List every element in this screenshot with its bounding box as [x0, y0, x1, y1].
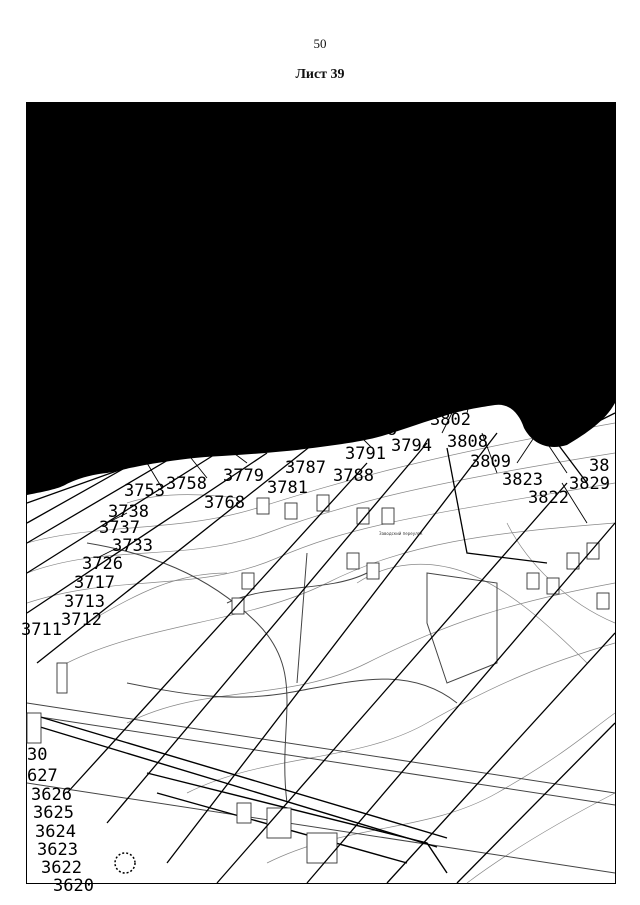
round-structure-icon [114, 852, 136, 874]
parcel-label: 3626 [31, 785, 72, 805]
parcel-label: 3733 [112, 536, 153, 556]
parcel-label: 3794 [391, 436, 432, 456]
parcel-label: 627 [27, 766, 58, 786]
parcel-lines [26, 412, 616, 884]
parcel-label: 3624 [35, 822, 76, 842]
sheet-title: Лист 39 [295, 67, 345, 82]
parcel-label: 3779 [223, 466, 264, 486]
cadastral-map: Заводский переулок 3798 3802 3808 3809 3… [21, 103, 616, 896]
sea-area [27, 103, 615, 495]
parcel-label: 3808 [447, 432, 488, 452]
parcel-label: 3791 [345, 444, 386, 464]
parcel-label: 3625 [33, 803, 74, 823]
parcel-label: 3711 [21, 620, 62, 640]
parcel-label: 3712 [61, 610, 102, 630]
buildings [26, 494, 610, 864]
parcel-label: 3622 [41, 858, 82, 878]
parcel-label: 3768 [204, 493, 245, 513]
parcel-label: 3623 [37, 840, 78, 860]
parcel-label: 30 [27, 745, 47, 765]
parcel-label: 3726 [82, 554, 123, 574]
parcel-label: 3809 [470, 452, 511, 472]
parcel-label: 3798 [356, 420, 397, 440]
parcel-label: 3713 [64, 592, 105, 612]
parcel-labels: 3798 3802 3808 3809 3823 3829 38 3822 37… [21, 410, 610, 896]
parcel-label: 3738 [108, 502, 149, 522]
parcel-label: 3822 [528, 488, 569, 508]
street-name: Заводский переулок [379, 531, 423, 536]
parcel-label: 3788 [333, 466, 374, 486]
parcel-label: 3758 [166, 474, 207, 494]
parcel-label: 3717 [74, 573, 115, 593]
parcel-label: 3829 [569, 474, 610, 494]
parcel-label: 3787 [285, 458, 326, 478]
parcel-label: 3620 [53, 876, 94, 896]
parcel-label: 3823 [502, 470, 543, 490]
parcel-label: 3802 [430, 410, 471, 430]
parcel-label: 3737 [99, 518, 140, 538]
parcel-label: 3753 [124, 481, 165, 501]
parcel-label: 38 [589, 456, 609, 476]
map-frame: Заводский переулок 3798 3802 3808 3809 3… [21, 102, 616, 896]
parcel-label: 3781 [267, 478, 308, 498]
page-number: 50 [313, 36, 327, 51]
